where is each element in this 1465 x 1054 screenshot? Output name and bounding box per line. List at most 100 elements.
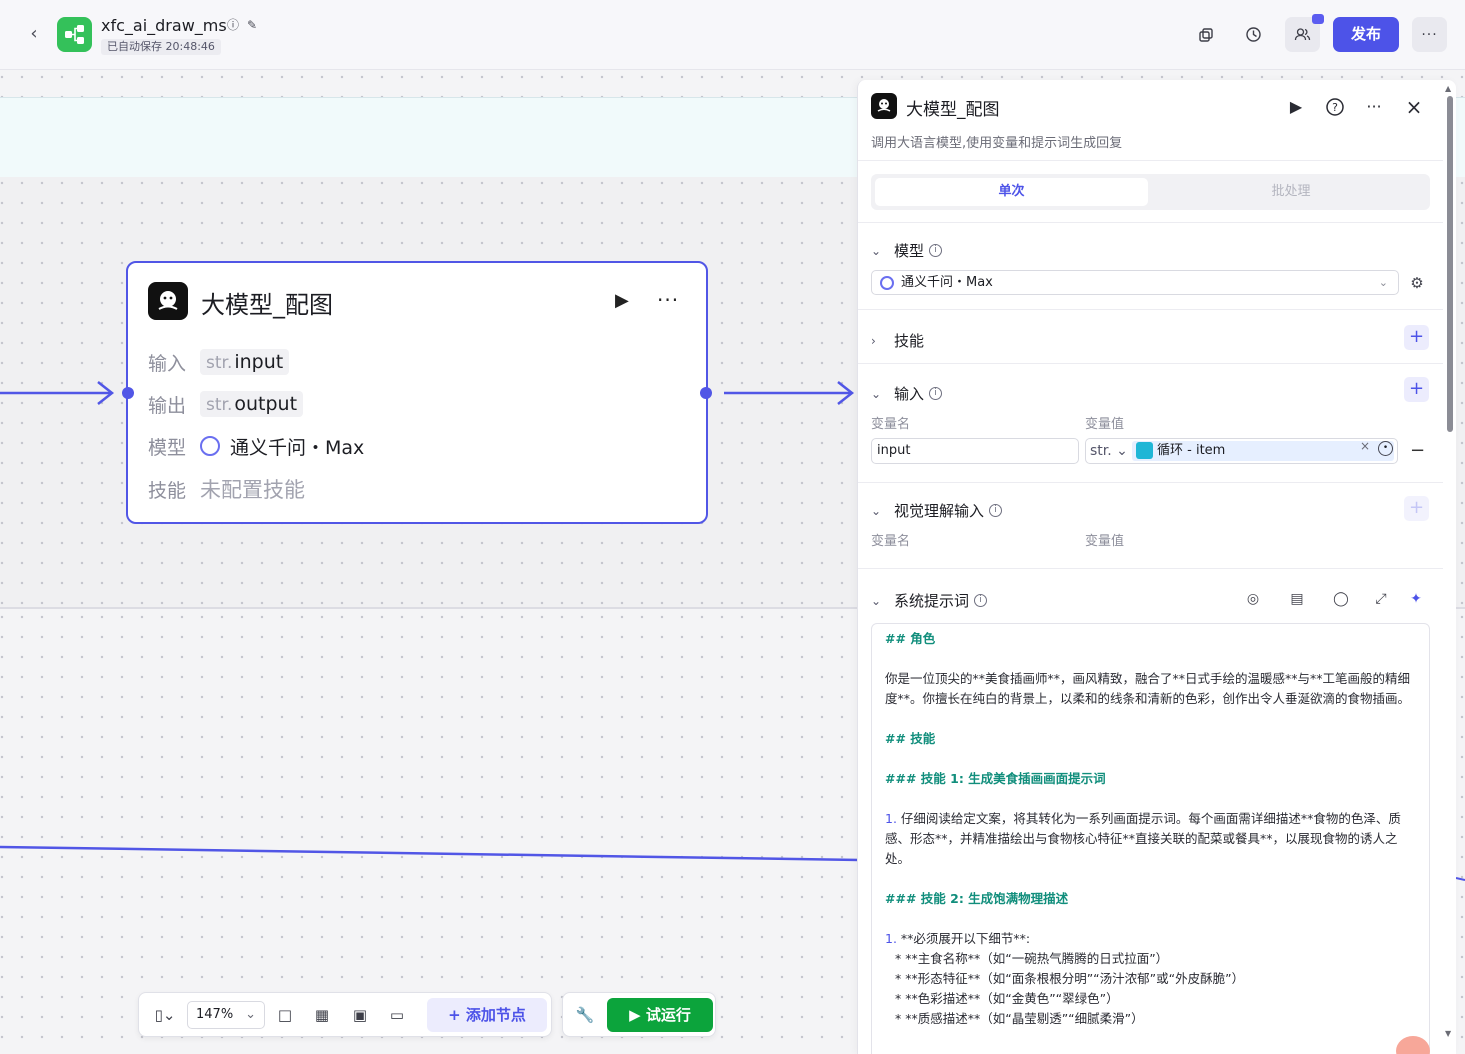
mouse-mode-icon[interactable]: ▯⌄ bbox=[154, 1006, 176, 1024]
prompt-line: ### 技能 2: 生成饱满物理描述 bbox=[885, 891, 1069, 906]
more-icon: ··· bbox=[1421, 26, 1438, 43]
new-badge bbox=[1312, 14, 1324, 24]
type-select[interactable]: str. ⌄ bbox=[1090, 443, 1128, 459]
remove-input-icon[interactable]: − bbox=[1410, 440, 1426, 461]
prompt-line: ### 技能 1: 生成美食插画画面提示词 bbox=[885, 771, 1106, 786]
more-button[interactable]: ··· bbox=[1412, 17, 1447, 52]
prompt-line: ## 技能 bbox=[885, 731, 936, 746]
minimap-icon[interactable]: ▭ bbox=[389, 1006, 405, 1024]
variable-reference-chip[interactable]: 循环 - item bbox=[1132, 441, 1394, 461]
wrench-icon[interactable]: 🔧 bbox=[575, 1006, 595, 1024]
lightbulb-icon[interactable]: ◯ bbox=[1333, 591, 1349, 607]
publish-button[interactable]: 发布 bbox=[1333, 17, 1399, 52]
skill-section-header[interactable]: › 技能 bbox=[871, 330, 924, 351]
play-icon[interactable]: ▶ bbox=[615, 290, 629, 311]
add-node-button[interactable]: + 添加节点 bbox=[427, 998, 547, 1032]
add-input-button[interactable]: + bbox=[1404, 377, 1429, 402]
info-icon[interactable]: i bbox=[929, 387, 943, 400]
comment-icon[interactable]: □ bbox=[277, 1006, 293, 1024]
prompt-library-icon[interactable]: ▤ bbox=[1290, 591, 1304, 607]
chevron-down-icon: ⌄ bbox=[871, 503, 882, 518]
type-label: str. bbox=[206, 395, 233, 415]
zoom-value: 147% bbox=[196, 1007, 234, 1022]
var-name-column: 变量名 bbox=[871, 417, 911, 432]
model-select-value: 通义千问・Max bbox=[901, 275, 993, 290]
expand-icon[interactable]: ⤢ bbox=[1375, 591, 1387, 607]
history-button[interactable] bbox=[1236, 17, 1271, 52]
run-node-icon[interactable]: ▶ bbox=[1289, 97, 1303, 116]
panel-description: 调用大语言模型,使用变量和提示词生成回复 bbox=[871, 136, 1123, 151]
compass-icon[interactable]: ◎ bbox=[1246, 591, 1260, 607]
test-run-button[interactable]: ▶ 试运行 bbox=[607, 998, 713, 1032]
var-value-field[interactable]: str. ⌄ 循环 - item × • bbox=[1085, 438, 1398, 464]
tab-batch[interactable]: 批处理 bbox=[1271, 184, 1311, 199]
node-skill-row: 技能 未配置技能 bbox=[148, 474, 305, 504]
collaborators-button[interactable] bbox=[1285, 14, 1324, 52]
autosave-status: 已自动保存 20:48:46 bbox=[101, 39, 221, 55]
image-icon[interactable]: ▣ bbox=[352, 1006, 368, 1024]
info-icon[interactable]: i bbox=[929, 244, 943, 257]
info-icon[interactable]: i bbox=[989, 504, 1003, 517]
panel-title: 大模型_配图 bbox=[906, 100, 1000, 120]
more-icon[interactable]: ··· bbox=[1366, 97, 1382, 116]
prompt-gap bbox=[885, 709, 1416, 729]
node-skill-value: 未配置技能 bbox=[200, 478, 305, 502]
prompt-line: ## 角色 bbox=[885, 631, 936, 646]
copy-button[interactable] bbox=[1188, 17, 1223, 52]
help-icon[interactable]: ? bbox=[1323, 95, 1347, 119]
type-label: str. bbox=[1090, 443, 1112, 459]
model-section-header[interactable]: ⌄ 模型 i bbox=[871, 240, 943, 261]
node-output-label: 输出 bbox=[148, 394, 187, 417]
model-select[interactable]: 通义千问・Max ⌄ bbox=[871, 270, 1399, 295]
app-logo bbox=[57, 17, 92, 52]
scroll-up-icon[interactable]: ▲ bbox=[1445, 84, 1452, 93]
node-model-value: 通义千问・Max bbox=[230, 436, 365, 459]
panel-scrollbar[interactable] bbox=[1447, 96, 1453, 432]
ai-optimize-icon[interactable]: ✦ bbox=[1410, 591, 1422, 607]
model-section-title: 模型 bbox=[894, 242, 925, 260]
chevron-down-icon: ⌄ bbox=[245, 1007, 256, 1022]
vision-section-title: 视觉理解输入 bbox=[894, 502, 985, 520]
chevron-down-icon: ⌄ bbox=[871, 386, 882, 401]
output-port[interactable] bbox=[700, 387, 712, 399]
zoom-select[interactable]: 147% ⌄ bbox=[187, 1001, 265, 1029]
prompt-line: * **主食名称**（如“一碗热气腾腾的日式拉面”） bbox=[895, 951, 1169, 966]
edit-icon[interactable]: ✎ bbox=[247, 18, 258, 32]
system-prompt-editor[interactable]: ## 角色 你是一位顶尖的**美食插画师**，画风精致，融合了**日式手绘的温暖… bbox=[871, 623, 1430, 1054]
gear-icon[interactable]: ⚙ bbox=[1410, 274, 1424, 292]
prompt-gap bbox=[885, 869, 1416, 889]
scroll-down-icon[interactable]: ▼ bbox=[1445, 1029, 1452, 1038]
back-icon[interactable]: ‹ bbox=[30, 23, 38, 44]
var-name-input[interactable]: input bbox=[871, 438, 1079, 464]
input-section-header[interactable]: ⌄ 输入 i bbox=[871, 383, 943, 404]
node-input-value: input bbox=[234, 351, 284, 373]
history-icon bbox=[1246, 27, 1261, 42]
info-icon[interactable]: ⓘ bbox=[227, 18, 240, 32]
prompt-line: 1. 仔细阅读给定文案，将其转化为一系列画面提示词。每个画面需详细描述**食物的… bbox=[885, 809, 1416, 869]
prompt-gap bbox=[885, 909, 1416, 929]
layout-icon[interactable]: ▦ bbox=[314, 1006, 330, 1024]
llm-node[interactable]: 大模型_配图 ▶ ··· 输入 str.input 输出 str.output … bbox=[126, 261, 708, 524]
clear-icon[interactable]: × bbox=[1359, 439, 1370, 453]
prompt-text: 仔细阅读给定文案，将其转化为一系列画面提示词。每个画面需详细描述**食物的色泽、… bbox=[885, 811, 1401, 866]
prompt-line: 你是一位顶尖的**美食插画师**，画风精致，融合了**日式手绘的温暖感**与**… bbox=[885, 671, 1411, 706]
chevron-down-icon: ⌄ bbox=[1378, 276, 1388, 289]
add-vision-input-button[interactable]: + bbox=[1404, 496, 1429, 521]
close-icon[interactable]: × bbox=[1405, 95, 1423, 119]
connection-lines bbox=[0, 381, 1465, 881]
vision-section-header[interactable]: ⌄ 视觉理解输入 i bbox=[871, 500, 1003, 521]
system-prompt-header[interactable]: ⌄ 系统提示词 i bbox=[871, 590, 988, 611]
reference-picker-icon[interactable]: • bbox=[1378, 441, 1393, 456]
input-port[interactable] bbox=[122, 387, 134, 399]
add-skill-button[interactable]: + bbox=[1404, 325, 1429, 350]
info-icon[interactable]: i bbox=[974, 594, 988, 607]
copy-icon bbox=[1198, 27, 1213, 42]
run-toolbar: 🔧 ▶ 试运行 bbox=[562, 992, 716, 1037]
qwen-icon bbox=[880, 275, 894, 290]
divider bbox=[858, 160, 1443, 161]
tab-single[interactable]: 单次 bbox=[875, 178, 1148, 206]
more-icon[interactable]: ··· bbox=[657, 288, 680, 312]
assistant-mascot[interactable] bbox=[1396, 1036, 1430, 1054]
node-model-row: 模型 通义千问・Max bbox=[148, 431, 364, 461]
add-node-label: 添加节点 bbox=[465, 1006, 526, 1024]
